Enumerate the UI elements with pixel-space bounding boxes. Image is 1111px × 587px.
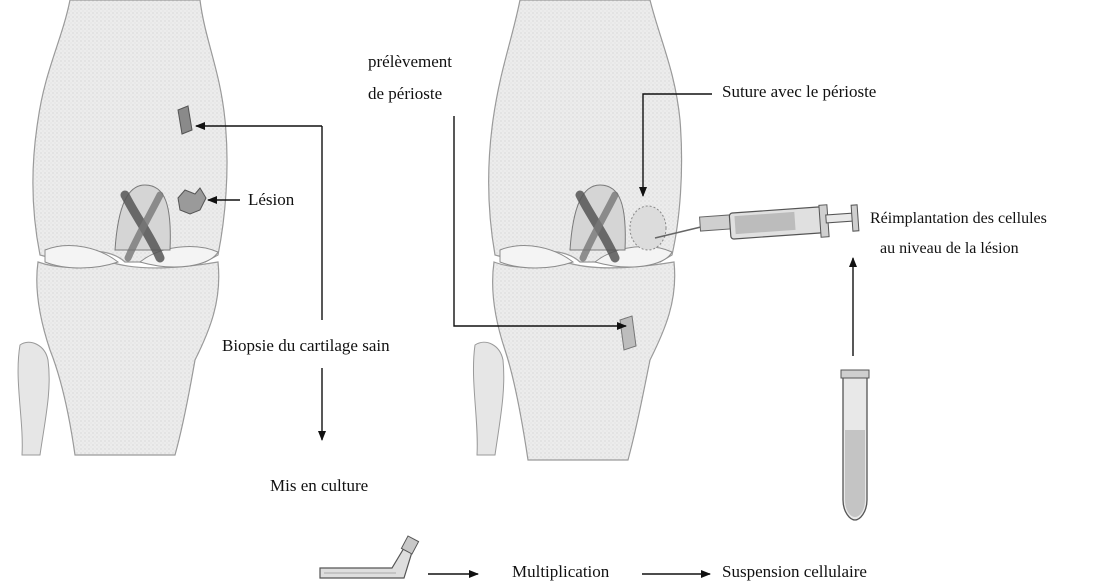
periosteum-harvest-label-line2: de périoste	[368, 84, 442, 104]
left-knee-illustration	[18, 0, 227, 455]
test-tube-icon	[841, 370, 869, 520]
left-tibia	[37, 262, 219, 455]
syringe-icon	[655, 205, 859, 239]
suspension-label: Suspension cellulaire	[722, 562, 867, 582]
right-fibula	[473, 342, 503, 455]
suture-label: Suture avec le périoste	[722, 82, 876, 102]
multiplication-label: Multiplication	[512, 562, 609, 582]
culture-flask-icon	[320, 536, 419, 578]
biopsy-label: Biopsie du cartilage sain	[222, 336, 390, 356]
reimplant-label-line1: Réimplantation des cellules	[870, 210, 1047, 228]
periosteal-patch	[630, 206, 666, 250]
culture-label: Mis en culture	[270, 476, 368, 496]
left-fibula	[18, 342, 49, 455]
right-tibia	[493, 262, 675, 460]
right-knee-illustration	[473, 0, 681, 460]
lesion-label: Lésion	[248, 190, 294, 210]
periosteum-harvest-label-line1: prélèvement	[368, 52, 452, 72]
reimplant-label-line2: au niveau de la lésion	[880, 240, 1019, 258]
